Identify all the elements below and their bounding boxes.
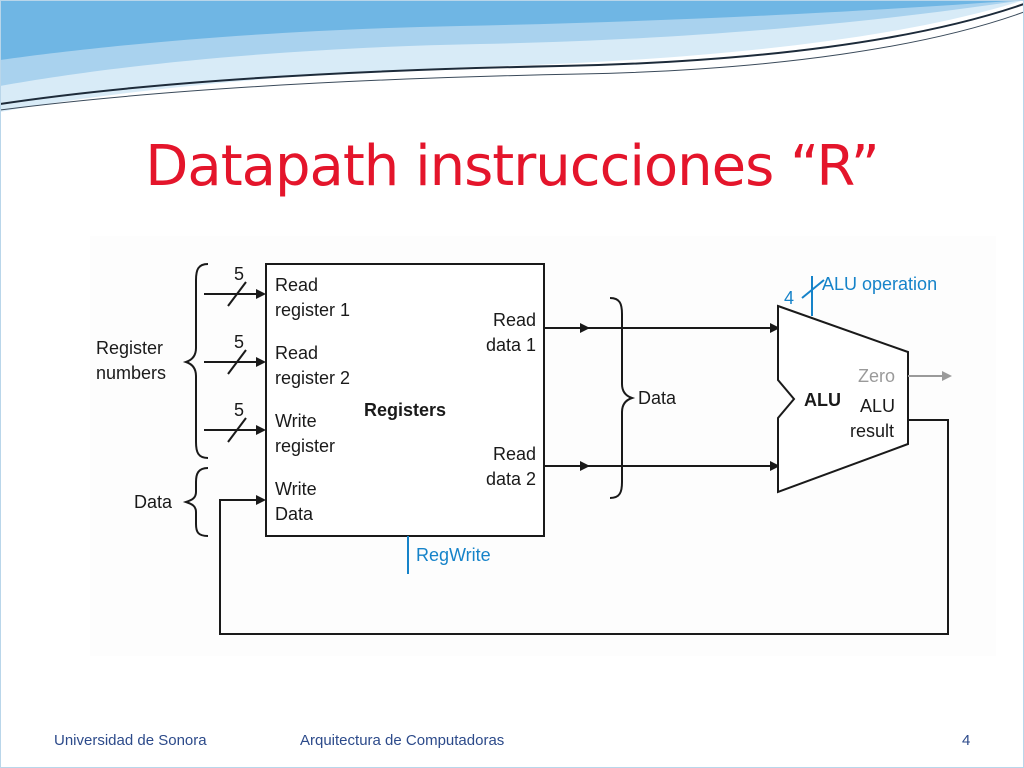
- bus-width-label: 5: [234, 400, 244, 420]
- write-data-label-2: Data: [275, 504, 314, 524]
- read-register-1-bus: [204, 281, 260, 307]
- register-numbers-label: Register: [96, 338, 163, 358]
- slide-page-number: 4: [962, 732, 971, 749]
- read-data-1-label: Read: [493, 310, 536, 330]
- register-file-title: Registers: [364, 400, 446, 420]
- alu-result-label-2: result: [850, 421, 894, 441]
- read-register-2-label: Read: [275, 343, 318, 363]
- write-register-label-2: register: [275, 436, 335, 456]
- footer-course: Arquitectura de Computadoras: [300, 732, 505, 749]
- write-data-label: Write: [275, 479, 317, 499]
- read-register-1-label: Read: [275, 275, 318, 295]
- data-output-label: Data: [638, 388, 677, 408]
- zero-label: Zero: [858, 366, 895, 386]
- regwrite-label: RegWrite: [416, 545, 491, 565]
- read-data-2-label: Read: [493, 444, 536, 464]
- alu-result-label: ALU: [860, 396, 895, 416]
- register-file-block: [265, 263, 545, 537]
- data-input-label: Data: [134, 492, 173, 512]
- register-numbers-label-2: numbers: [96, 363, 166, 383]
- write-register-label: Write: [275, 411, 317, 431]
- footer-institution: Universidad de Sonora: [54, 732, 207, 749]
- write-register-bus: [204, 417, 260, 443]
- alu-block: [777, 304, 909, 494]
- bus-width-label: 5: [234, 264, 244, 284]
- read-data-2-label-2: data 2: [486, 469, 536, 489]
- alu-result-feedback-wire: [219, 419, 949, 635]
- alu-operation-width: 4: [784, 288, 794, 308]
- data-output-brace: [609, 297, 636, 499]
- read-data-1-label-2: data 1: [486, 335, 536, 355]
- register-numbers-brace: [182, 263, 209, 459]
- bus-width-label: 5: [234, 332, 244, 352]
- data-input-brace: [182, 467, 209, 537]
- r-type-datapath-diagram: Registers Read register 1 Read register …: [90, 236, 996, 656]
- read-register-1-label-2: register 1: [275, 300, 350, 320]
- slide-title: Datapath instrucciones “R”: [145, 134, 879, 199]
- alu-operation-label: ALU operation: [822, 274, 937, 294]
- read-register-2-label-2: register 2: [275, 368, 350, 388]
- alu-label: ALU: [804, 390, 841, 410]
- read-register-2-bus: [204, 349, 260, 375]
- header-wave-decoration: [0, 0, 1024, 112]
